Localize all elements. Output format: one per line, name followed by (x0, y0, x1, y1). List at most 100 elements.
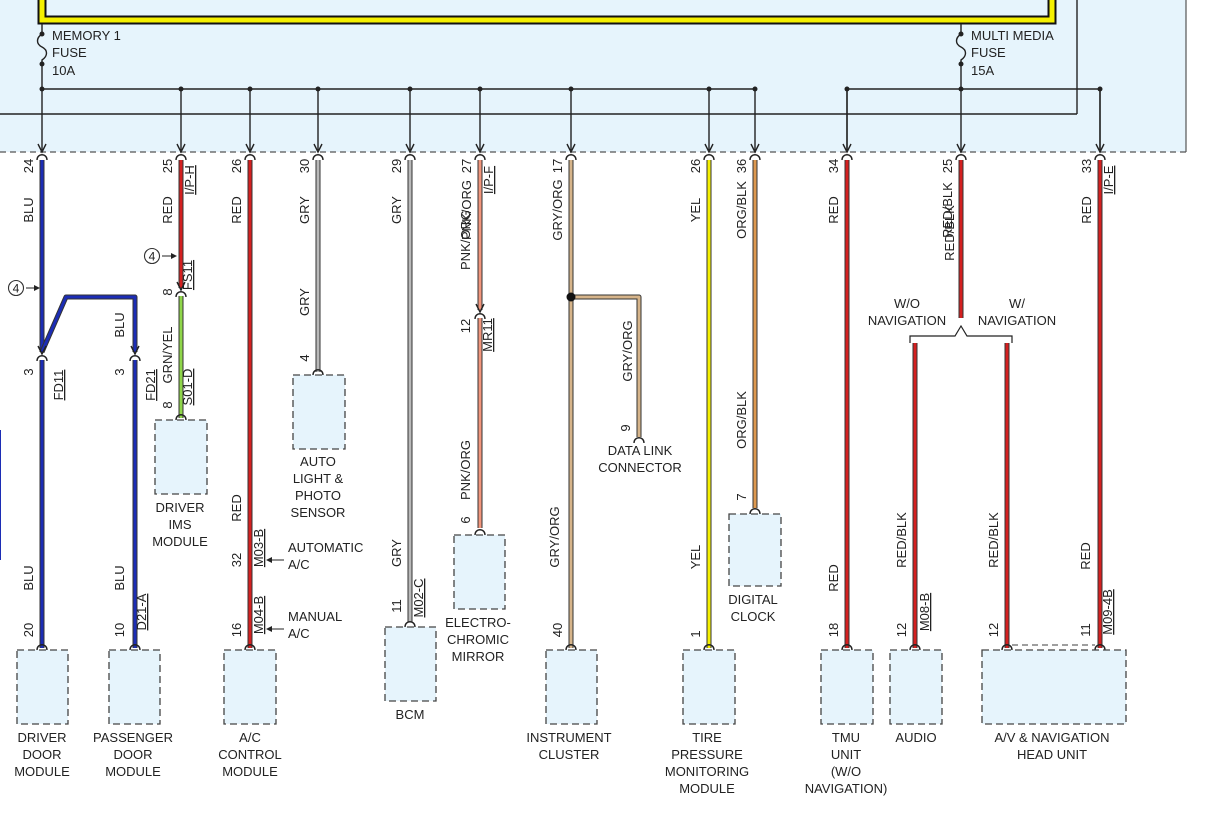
component-head-unit-label-line: A/V & NAVIGATION (994, 730, 1109, 745)
mid-wire-color: BLU (21, 565, 36, 590)
component-terminal (565, 644, 577, 651)
top-connector-id: I/P-F (481, 166, 496, 194)
fuse-memory1-rating: 10A (52, 63, 75, 78)
top-wire-color: RED (1079, 196, 1094, 223)
component-av-navigation-head-unit (981, 649, 1127, 725)
reference-marker-circle (7, 279, 25, 297)
bus-junction (1097, 86, 1103, 92)
bus-junction (477, 86, 483, 92)
component-passenger-door-module (108, 649, 161, 725)
top-pin-number: 26 (229, 159, 244, 173)
terminal-socket (474, 154, 486, 161)
mid-wire-color: RED/BLK (894, 512, 909, 568)
wire-data-link (571, 295, 641, 437)
component-pin: 11 (1078, 623, 1093, 637)
mid-wire-color: RED (229, 494, 244, 521)
top-wire-color: PNK/ORG (459, 180, 474, 240)
mid-wire-color: GRY (389, 539, 404, 567)
component-driver-door-label-line: DRIVER (17, 730, 66, 745)
top-pin-number: 25 (160, 159, 175, 173)
bus-junction (315, 86, 321, 92)
branch-w-nav: NAVIGATION (978, 313, 1056, 328)
component-ac-control-label-line: MODULE (222, 764, 278, 779)
variant-arrowhead (266, 557, 272, 563)
component-mirror-label-line: ELECTRO- (445, 615, 511, 630)
component-terminal (841, 644, 853, 651)
variant-arrowhead (266, 626, 272, 632)
inline-pin: 3 (112, 368, 127, 375)
top-pin-number: 34 (826, 159, 841, 173)
component-pin: 1 (688, 630, 703, 637)
component-tmu-label-line: (W/O (831, 764, 861, 779)
top-wire-color: RED/BLK (942, 205, 957, 261)
terminal-socket (565, 154, 577, 161)
component-tire-pressure-label-line: PRESSURE (671, 747, 743, 762)
component-terminal (703, 644, 715, 651)
component-driver-ims-module (154, 419, 208, 495)
inline-connector-id: FS11 (180, 260, 195, 290)
fuse-symbol-multimedia (955, 24, 967, 89)
component-pin: 20 (21, 623, 36, 637)
terminal-arrow (750, 143, 760, 154)
top-wire-color: GRY/ORG (550, 179, 565, 240)
mid-wire-color: RED (1078, 542, 1093, 569)
component-pin: 12 (894, 623, 909, 637)
inline-connector-socket (36, 355, 48, 362)
component-terminal (909, 644, 921, 651)
component-tire-pressure-label-line: MONITORING (665, 764, 749, 779)
variant-connector: M03-B (251, 529, 266, 567)
component-terminal (312, 369, 324, 376)
top-wire-color: ORG/BLK (734, 181, 749, 239)
component-auto-light-label-line: PHOTO (295, 488, 341, 503)
component-terminal (1001, 644, 1013, 651)
terminal-arrow (37, 143, 47, 154)
navigation-split-brace (909, 324, 1013, 343)
variant-label: A/C (288, 557, 310, 572)
bus-drops (39, 86, 1103, 150)
bus-junction (178, 86, 184, 92)
component-tire-pressure-label-line: MODULE (679, 781, 735, 796)
terminal-arrow (245, 143, 255, 154)
component-digital-clock (728, 513, 782, 587)
component-pin: 40 (550, 623, 565, 637)
terminal-socket (841, 154, 853, 161)
variant-connector: M04-B (251, 596, 266, 634)
mid-wire-color: BLU (112, 312, 127, 337)
bus-junction (752, 86, 758, 92)
mid-wire-color: BLU (112, 565, 127, 590)
component-connector: S01-D (180, 369, 195, 406)
component-tmu-label-line: TMU (832, 730, 860, 745)
fuse-box-panel (0, 0, 1186, 152)
terminal-arrow (1095, 143, 1105, 154)
component-passenger-door-label-line: PASSENGER (93, 730, 173, 745)
component-ac-control-label-line: CONTROL (218, 747, 282, 762)
component-passenger-door-label-line: MODULE (105, 764, 161, 779)
power-feed-wire-fill (39, 0, 1055, 23)
top-pin-number: 24 (21, 159, 36, 173)
terminal-socket (312, 154, 324, 161)
component-data-link-label-line: CONNECTOR (598, 460, 682, 475)
component-terminal (1094, 644, 1106, 651)
component-electrochromic-mirror (453, 534, 506, 610)
component-instrument-cluster-label-line: INSTRUMENT (526, 730, 611, 745)
inline-connector-arrow (475, 303, 485, 314)
component-ac-control-label-line: A/C (239, 730, 261, 745)
terminal-arrow (313, 143, 323, 154)
component-connector: M08-B (917, 593, 932, 631)
fuse-node (958, 61, 964, 67)
terminal-socket (1094, 154, 1106, 161)
component-pin: 18 (826, 623, 841, 637)
component-mirror-label-line: CHROMIC (447, 632, 509, 647)
component-tmu-label-line: NAVIGATION) (805, 781, 888, 796)
reference-marker-arrowhead (171, 253, 177, 259)
bus-junction (568, 86, 574, 92)
component-terminal (474, 529, 486, 536)
top-wire-color: RED (229, 196, 244, 223)
variant-pin: 32 (229, 553, 244, 567)
terminal-socket (404, 154, 416, 161)
component-audio (889, 649, 943, 725)
bus-junction (247, 86, 253, 92)
component-terminal (749, 508, 761, 515)
component-auto-light-sensor (292, 374, 346, 450)
